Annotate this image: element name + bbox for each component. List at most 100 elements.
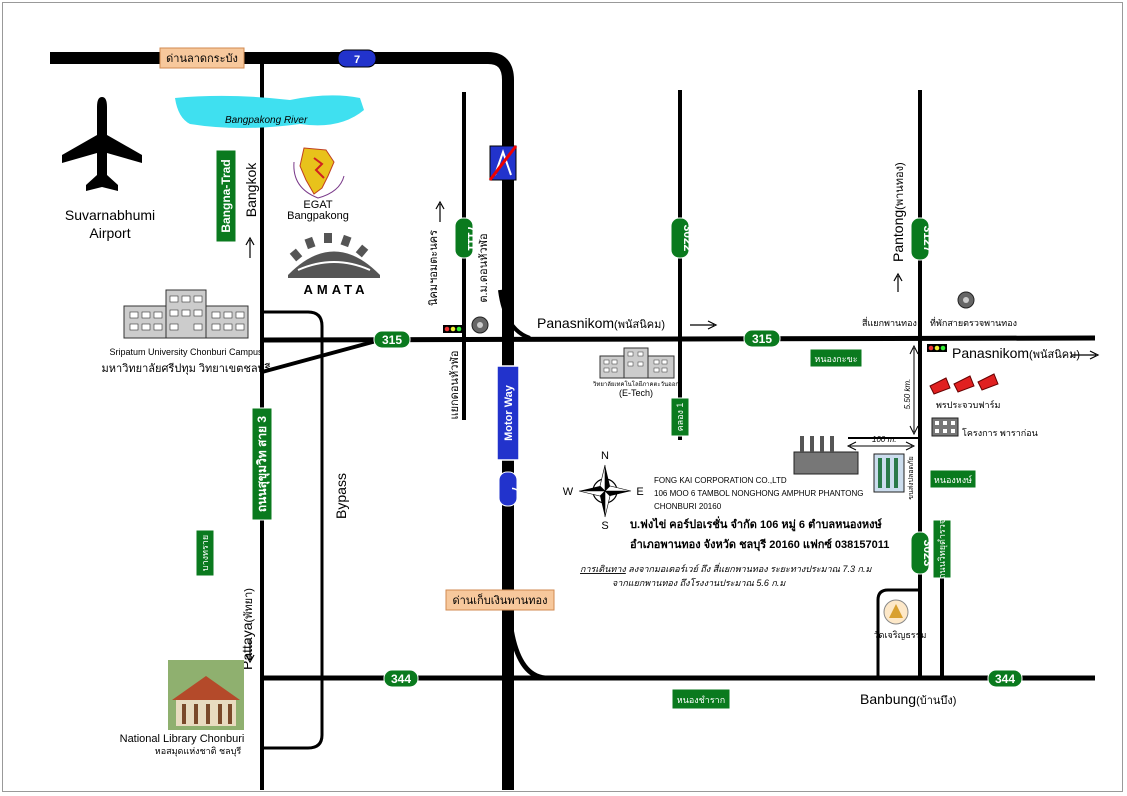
svg-text:7111: 7111 bbox=[465, 225, 479, 251]
egat-label-2: Bangpakong bbox=[287, 210, 349, 222]
river-label: Bangpakong River bbox=[225, 115, 308, 126]
factory-label: ขนส่งปลอดภัย bbox=[907, 456, 915, 499]
bangsai-sign bbox=[195, 529, 215, 577]
farm-label: พรประจวบฟาร์ม bbox=[936, 399, 1000, 410]
amata-logo-icon bbox=[288, 233, 380, 278]
panasnikom-label-1: Panasnikom(พนัสนิคม) bbox=[537, 315, 665, 331]
distance-h-arrow bbox=[846, 441, 916, 451]
svg-text:3023: 3023 bbox=[921, 540, 935, 567]
etech-th-label: วิทยาลัยเทคโนโลยีภาคตะวันออก bbox=[592, 380, 679, 388]
compass-s: S bbox=[601, 520, 608, 532]
company-en-2: 106 MOO 6 TAMBOL NONGHONG AMPHUR PHANTON… bbox=[654, 489, 864, 498]
bangsai-label: บางทราย bbox=[200, 535, 210, 571]
donhuaro-label: ต.ม.ดอนหัวฬ่อ bbox=[478, 233, 490, 302]
bangkok-arrow-icon bbox=[245, 236, 255, 258]
shield-3127: 3127 bbox=[910, 217, 935, 261]
svg-text:3022: 3022 bbox=[681, 225, 695, 252]
toll-top-box bbox=[159, 47, 245, 69]
company-th-2: อำเภอพานทอง จังหวัด ชลบุรี 20160 แฟกซ์ 0… bbox=[630, 538, 889, 552]
nonghong-sign bbox=[929, 469, 977, 489]
distance-h-label: 100 m. bbox=[872, 435, 896, 444]
toll-top-label: ด่านลาดกระบัง bbox=[166, 53, 238, 65]
toll-bottom-label: ด่านเก็บเงินพานทอง bbox=[452, 593, 547, 607]
traffic-light-icon-2 bbox=[927, 344, 947, 352]
svg-text:3127: 3127 bbox=[921, 226, 935, 253]
shield-344-right: 344 bbox=[987, 669, 1023, 688]
shield-344-left: 344 bbox=[383, 669, 419, 688]
banbung-label: Banbung(บ้านบึง) bbox=[860, 691, 956, 707]
shield-315-left: 315 bbox=[373, 330, 411, 349]
pattaya-label: Pattaya(พัทยา) bbox=[239, 588, 255, 670]
svg-text:315: 315 bbox=[382, 333, 402, 347]
bangna-trad-sign bbox=[215, 149, 237, 243]
airport-label: Suvarnabhumi bbox=[65, 207, 155, 223]
bangkok-label: Bangkok bbox=[243, 162, 259, 217]
khlong1-label: คลอง 1 bbox=[675, 403, 685, 432]
shield-7111: 7111 bbox=[454, 217, 479, 259]
shield-3023: 3023 bbox=[910, 531, 935, 575]
bangpakong-river bbox=[175, 95, 364, 128]
pattaya-arrow-icon bbox=[245, 640, 255, 664]
bangna-trad-label: Bangna-Trad bbox=[219, 159, 233, 232]
pantong-arrow-icon bbox=[893, 272, 903, 292]
police-station-icon-2 bbox=[957, 291, 975, 309]
sukhumvit-sign bbox=[251, 407, 273, 521]
pantong-label: Pantong(พานทอง) bbox=[890, 162, 906, 262]
police-station-icon bbox=[471, 316, 489, 334]
etech-label: (E-Tech) bbox=[619, 388, 653, 398]
farm-truck-icon bbox=[929, 373, 999, 395]
nongkham-label: หนองชำราก bbox=[677, 695, 725, 705]
compass-icon bbox=[578, 464, 632, 518]
panasnikom-arrow-icon-2 bbox=[1072, 350, 1100, 360]
toll-bottom-box bbox=[445, 589, 555, 611]
bypass-label: Bypass bbox=[333, 473, 349, 519]
compass-e: E bbox=[636, 486, 643, 498]
national-library-image bbox=[168, 660, 244, 730]
yaek-donhuaro-label: แยกดอนหัวฬ่อ bbox=[449, 350, 461, 419]
nikhom-arrow-icon bbox=[435, 200, 445, 222]
airport-label-2: Airport bbox=[89, 225, 130, 241]
khlong1-sign bbox=[670, 397, 690, 437]
amata-label: AMATA bbox=[303, 282, 368, 297]
no-motorway-sign-icon bbox=[488, 145, 518, 181]
temple-icon bbox=[883, 599, 909, 625]
project-label: โครงการ พาราก่อน bbox=[962, 428, 1038, 438]
nongkhayang-sign bbox=[809, 348, 863, 368]
traffic-light-icon bbox=[443, 325, 463, 333]
road-wat-loop bbox=[876, 588, 920, 678]
sripatum-label-1: Sripatum University Chonburi Campus bbox=[109, 347, 263, 357]
egat-label-1: EGAT bbox=[303, 199, 332, 211]
sripatum-label-2: มหาวิทยาลัยศรีปทุม วิทยาเขตชลบุรี bbox=[102, 362, 271, 375]
egat-logo-icon bbox=[293, 147, 345, 199]
nonghong-label: หนองหงษ์ bbox=[934, 474, 972, 485]
panasnikom-arrow-icon-1 bbox=[690, 320, 718, 330]
library-label-1: National Library Chonburi bbox=[120, 733, 245, 745]
siyaek-label: สี่แยกพานทอง bbox=[862, 316, 917, 328]
directions-2: จากแยกพานทอง ถึงโรงงานประมาณ 5.6 ก.ม bbox=[612, 577, 786, 588]
distance-v-arrow bbox=[909, 344, 919, 436]
road-motorway-344-curve bbox=[505, 599, 546, 681]
project-building-icon bbox=[931, 417, 959, 437]
shield-7-top: 7 bbox=[337, 49, 377, 68]
shield-7-motorway: 7 bbox=[498, 471, 521, 507]
motorway-label: Motor Way bbox=[503, 384, 515, 441]
sukhumvit-label: ถนนสุขุมวิท สาย 3 bbox=[255, 416, 270, 513]
library-label-2: หอสมุดแห่งชาติ ชลบุรี bbox=[155, 746, 242, 757]
road-bypass bbox=[262, 310, 324, 750]
svg-text:315: 315 bbox=[752, 332, 772, 346]
svg-text:344: 344 bbox=[391, 672, 411, 686]
compass-w: W bbox=[563, 486, 574, 498]
shield-315-right: 315 bbox=[743, 329, 781, 348]
etech-building-icon bbox=[599, 347, 675, 379]
distance-v-label: 5.50 km. bbox=[903, 379, 912, 410]
nikhom-label: นิคมฯอมตะนคร bbox=[428, 230, 440, 306]
directions-1: การเดินทาง ลงจากมอเตอร์เวย์ ถึง สี่แยกพา… bbox=[580, 562, 872, 574]
nongkhayang-label: หนองกะขะ bbox=[814, 354, 857, 364]
airplane-icon bbox=[62, 97, 142, 191]
company-en-3: CHONBURI 20160 bbox=[654, 502, 722, 511]
watcharoen-label: วัดเจริญธรรม bbox=[874, 630, 927, 640]
motorway-sign bbox=[496, 365, 520, 461]
road-motorway-315-curve bbox=[498, 289, 531, 340]
police-label: ที่พักสายตรวจพานทอง bbox=[930, 316, 1017, 328]
